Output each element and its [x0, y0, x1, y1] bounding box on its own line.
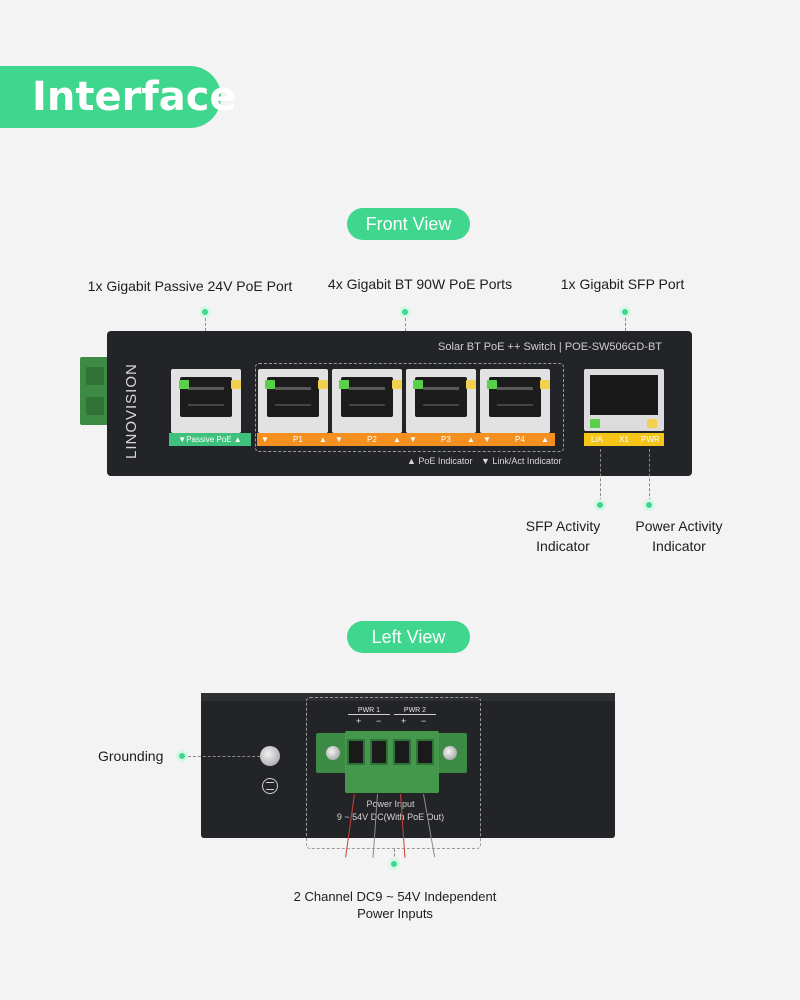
- sfp-port: [584, 369, 664, 431]
- port-label-p1: P1: [293, 435, 303, 444]
- power-input-highlight: [306, 697, 481, 849]
- power-activity-label: Power Activity Indicator: [635, 518, 723, 554]
- model-label: Solar BT PoE ++ Switch | POE-SW506GD-BT: [438, 341, 662, 353]
- passive-port-label: 1x Gigabit Passive 24V PoE Port: [87, 278, 293, 294]
- pwr1-minus-sign: −: [376, 716, 382, 726]
- pwr1-label: PWR 1: [348, 707, 390, 715]
- p4-poe-led: [540, 380, 550, 389]
- passive-poe-port: [171, 369, 241, 433]
- sfp-activity-marker: [594, 499, 606, 511]
- power-activity-marker: [643, 499, 655, 511]
- link-triangle-icon: ▼: [409, 435, 417, 444]
- p3-link-led: [413, 380, 423, 389]
- power-range-text: 9 ~ 54V DC(With PoE Out): [336, 812, 445, 822]
- grounding-screw: [260, 746, 280, 766]
- sfp-port-label: 1x Gigabit SFP Port: [560, 276, 685, 292]
- terminal-screw-left: [326, 746, 340, 760]
- power-activity-leader: [649, 449, 650, 501]
- sfp-strip: L/A X1 PWR: [584, 433, 664, 446]
- ground-symbol-icon: [262, 778, 278, 794]
- passive-poe-strip: ▼Passive PoE ▲: [169, 433, 251, 446]
- pwr2-minus-sign: −: [421, 716, 427, 726]
- poe-triangle-icon: ▲: [467, 435, 475, 444]
- grounding-label: Grounding: [98, 748, 164, 764]
- passive-port-marker: [199, 306, 211, 318]
- front-panel: LINOVISION Solar BT PoE ++ Switch | POE-…: [107, 331, 692, 476]
- p4-link-led: [487, 380, 497, 389]
- pwr2-plus-sign: +: [401, 716, 407, 726]
- port-label-p4: P4: [515, 435, 525, 444]
- power-inputs-leader: [394, 849, 395, 861]
- poe-port-p2: [332, 369, 402, 433]
- poe-indicator-legend: ▲ PoE Indicator: [407, 456, 473, 466]
- port-label-p3: P3: [441, 435, 451, 444]
- poe-triangle-icon: ▲: [393, 435, 401, 444]
- bt-ports-highlight: [255, 363, 564, 452]
- power-input-text: Power Input: [366, 799, 415, 809]
- side-terminal-block: [80, 357, 110, 425]
- link-indicator-legend: ▼ Link/Act Indicator: [481, 456, 562, 466]
- sfp-activity-led: [590, 419, 600, 428]
- bt-ports-marker: [399, 306, 411, 318]
- p1-poe-led: [318, 380, 328, 389]
- p1-link-led: [265, 380, 275, 389]
- link-triangle-icon: ▼: [335, 435, 343, 444]
- passive-poe-led: [231, 380, 241, 389]
- pwr1-plus-sign: +: [356, 716, 362, 726]
- sfp-activity-label: SFP Activity Indicator: [525, 518, 601, 554]
- link-triangle-icon: ▼: [483, 435, 491, 444]
- grounding-leader: [188, 756, 260, 757]
- pwr2-label: PWR 2: [394, 707, 436, 715]
- power-inputs-marker: [388, 858, 400, 870]
- grounding-marker: [176, 750, 188, 762]
- poe-port-p3: [406, 369, 476, 433]
- port-label-p2: P2: [367, 435, 377, 444]
- terminal-slot-pwr2-plus: [393, 739, 411, 765]
- passive-link-led: [179, 380, 189, 389]
- sfp-label-x1: X1: [619, 435, 629, 444]
- poe-triangle-icon: ▲: [541, 435, 549, 444]
- sfp-activity-leader: [600, 449, 601, 501]
- poe-ports-strip: ▼ P1 ▲ ▼ P2 ▲ ▼ P3 ▲ ▼ P4 ▲: [257, 433, 555, 446]
- terminal-slot-pwr1-minus: [370, 739, 388, 765]
- p2-link-led: [339, 380, 349, 389]
- p2-poe-led: [392, 380, 402, 389]
- power-inputs-label: 2 Channel DC9 ~ 54V Independent Power In…: [293, 889, 497, 921]
- terminal-screw-right: [443, 746, 457, 760]
- left-view-heading: Left View: [347, 621, 470, 653]
- power-activity-led: [647, 419, 657, 428]
- bt-ports-label: 4x Gigabit BT 90W PoE Ports: [327, 276, 513, 292]
- sfp-port-marker: [619, 306, 631, 318]
- power-terminal-block: [345, 731, 439, 793]
- terminal-slot-pwr1-plus: [347, 739, 365, 765]
- poe-triangle-icon: ▲: [319, 435, 327, 444]
- page-title: Interface: [0, 66, 237, 128]
- sfp-label-pwr: PWR: [641, 435, 660, 444]
- sfp-label-la: L/A: [591, 435, 604, 444]
- terminal-slot-pwr2-minus: [416, 739, 434, 765]
- front-view-heading: Front View: [347, 208, 470, 240]
- link-triangle-icon: ▼: [261, 435, 269, 444]
- poe-port-p4: [480, 369, 550, 433]
- brand-logo: LINOVISION: [123, 363, 140, 459]
- poe-port-p1: [258, 369, 328, 433]
- p3-poe-led: [466, 380, 476, 389]
